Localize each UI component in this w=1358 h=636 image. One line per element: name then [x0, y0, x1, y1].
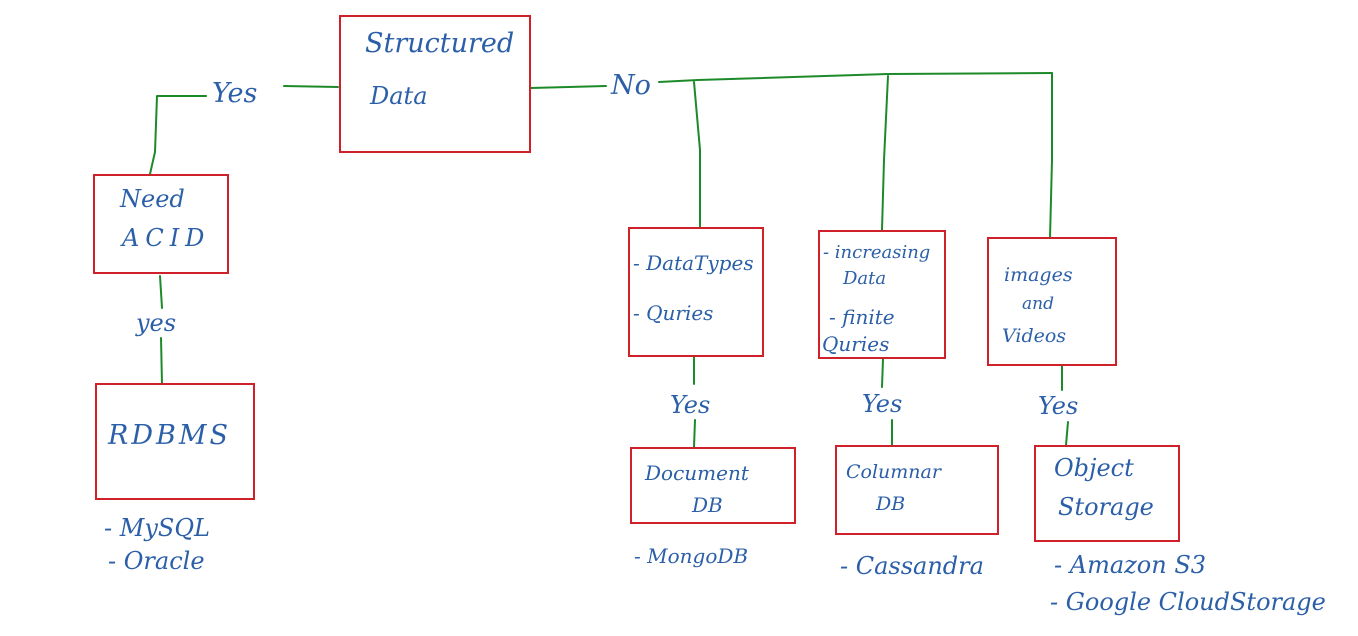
columnar-db-line2: DB	[875, 493, 905, 515]
object-storage-box	[1034, 445, 1180, 542]
col-yes-label: Yes	[862, 390, 902, 418]
doc-yes-label: Yes	[670, 391, 710, 419]
example-lists: - MySQL - Oracle - MongoDB - Cassandra -…	[104, 514, 1326, 616]
structured-label-line1: Structured	[365, 28, 514, 59]
columnar-example-1: - Cassandra	[840, 552, 984, 580]
doc-criteria-line1: - DataTypes	[633, 251, 754, 275]
rdbms-label: RDBMS	[107, 420, 231, 451]
obj-criteria-line3: Videos	[1002, 325, 1066, 347]
doc-criteria-line2: - Quries	[633, 301, 713, 325]
edge-doc-yes-to-db	[693, 419, 696, 448]
need-acid-box	[93, 174, 229, 274]
obj-criteria-line2: and	[1022, 294, 1054, 314]
edge-structured-to-no	[530, 85, 607, 89]
edge-col-criteria-to-yes	[881, 358, 884, 388]
columnar-db-box	[835, 445, 999, 535]
acid-label-line1: Need	[119, 185, 185, 213]
edge-obj-yes-to-storage	[1065, 421, 1069, 446]
object-example-1: - Amazon S3	[1054, 551, 1206, 579]
acid-yes-label: yes	[135, 309, 176, 337]
edge-no-to-doc-criteria	[693, 81, 701, 229]
acid-label-line2: ACID	[120, 224, 210, 252]
col-criteria-line2: Data	[842, 268, 886, 289]
obj-yes-label: Yes	[1038, 392, 1078, 420]
col-criteria-box	[818, 230, 946, 359]
node-labels: Structured Data Need ACID RDBMS - DataTy…	[107, 28, 1154, 521]
edge-labels: Yes No yes Yes Yes Yes	[135, 70, 1078, 420]
edge-acid-to-rdbms	[159, 275, 163, 309]
edge-no-branch-bus	[658, 72, 1053, 83]
rdbms-box	[95, 383, 255, 500]
document-db-line1: Document	[644, 461, 750, 485]
edge-yes-to-acid	[149, 95, 207, 175]
edge-structured-to-yes	[283, 85, 339, 88]
structured-no-label: No	[610, 70, 651, 101]
columnar-db-line1: Columnar	[846, 461, 943, 483]
document-db-line2: DB	[691, 493, 723, 517]
doc-criteria-box	[628, 227, 764, 357]
structured-yes-label: Yes	[212, 78, 257, 109]
obj-criteria-box	[987, 237, 1117, 366]
col-criteria-line1: - increasing	[823, 242, 930, 263]
object-example-2: - Google CloudStorage	[1050, 588, 1326, 616]
document-example-1: - MongoDB	[634, 544, 748, 568]
col-criteria-line4: Quries	[822, 332, 889, 356]
structured-label-line2: Data	[369, 82, 428, 110]
rdbms-example-1: - MySQL	[104, 514, 210, 542]
edge-no-to-obj-criteria	[1049, 72, 1053, 239]
object-storage-line2: Storage	[1058, 493, 1154, 521]
edge-acid-yes-to-rdbms	[160, 337, 163, 385]
connectors	[149, 72, 1069, 448]
object-storage-line1: Object	[1054, 454, 1134, 482]
structured-data-box	[339, 15, 531, 153]
col-criteria-line3: - finite	[829, 305, 895, 329]
rdbms-example-2: - Oracle	[108, 547, 205, 575]
document-db-box	[630, 447, 796, 524]
obj-criteria-line1: images	[1004, 264, 1073, 286]
node-boxes	[93, 15, 1180, 542]
edge-no-to-col-criteria	[881, 75, 889, 231]
